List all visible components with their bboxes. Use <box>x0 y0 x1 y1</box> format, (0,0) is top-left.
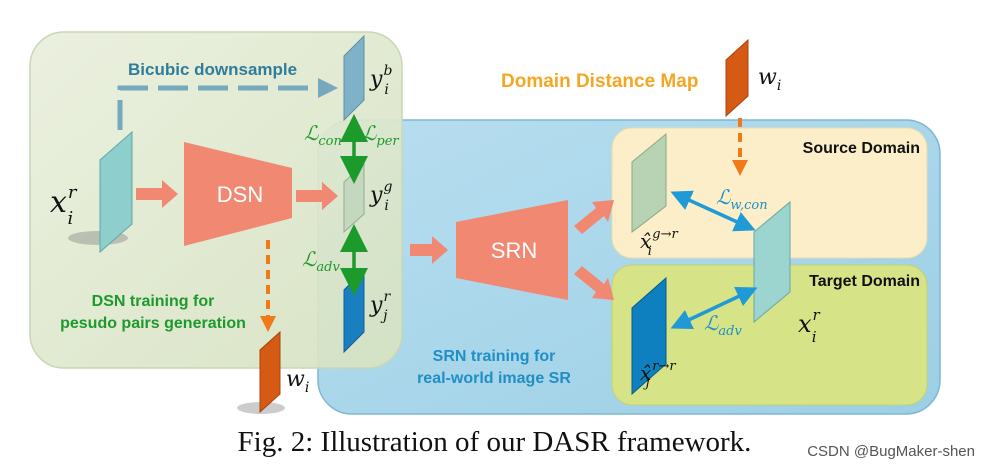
math-l-con: ℒcon <box>304 121 342 149</box>
source-domain-label: Source Domain <box>803 140 920 157</box>
math-w-i-top: wi <box>758 65 781 94</box>
image-x-hat-r-to-r <box>631 276 667 396</box>
arrow-to-srn <box>410 236 448 264</box>
csdn-watermark: CSDN @BugMaker-shen <box>807 443 975 460</box>
arrow-srn-to-target <box>574 266 614 300</box>
figure-caption: Fig. 2: Illustration of our DASR framewo… <box>237 426 752 458</box>
domain-distance-map-label: Domain Distance Map <box>501 71 698 92</box>
srn-block-label: SRN <box>491 238 537 263</box>
math-l-per: ℒper <box>362 121 399 149</box>
math-w-i-bottom: wi <box>286 367 309 396</box>
math-l-adv-right: ℒadv <box>704 311 742 339</box>
math-l-adv-left: ℒadv <box>302 247 340 275</box>
input-image-x-i-r <box>99 130 133 254</box>
srn-training-label-line2: real-world image SR <box>417 370 571 387</box>
dsn-block-label: DSN <box>217 182 263 207</box>
dsn-training-label-line2: pesudo pairs generation <box>60 315 246 332</box>
image-x-hat-g-to-r <box>631 132 667 234</box>
target-domain-label: Target Domain <box>809 273 920 290</box>
arrow-srn-to-source <box>574 200 614 234</box>
arrow-input-to-dsn <box>136 180 178 208</box>
dsn-training-label-line1: DSN training for <box>92 293 215 310</box>
image-y-i-b <box>343 34 365 122</box>
dsn-block <box>184 142 292 246</box>
weight-map-top <box>725 38 749 118</box>
bicubic-arrow <box>117 78 338 130</box>
weighted-consistency-arrow <box>670 190 756 232</box>
adv-loss-arrow-right <box>670 286 758 330</box>
srn-training-label-line1: SRN training for <box>433 348 556 365</box>
srn-block <box>456 200 568 300</box>
bicubic-downsample-label: Bicubic downsample <box>128 60 297 79</box>
math-l-wcon: ℒw,con <box>716 185 768 213</box>
arrow-dsn-to-yg <box>296 182 338 210</box>
weight-map-bottom <box>259 330 281 414</box>
